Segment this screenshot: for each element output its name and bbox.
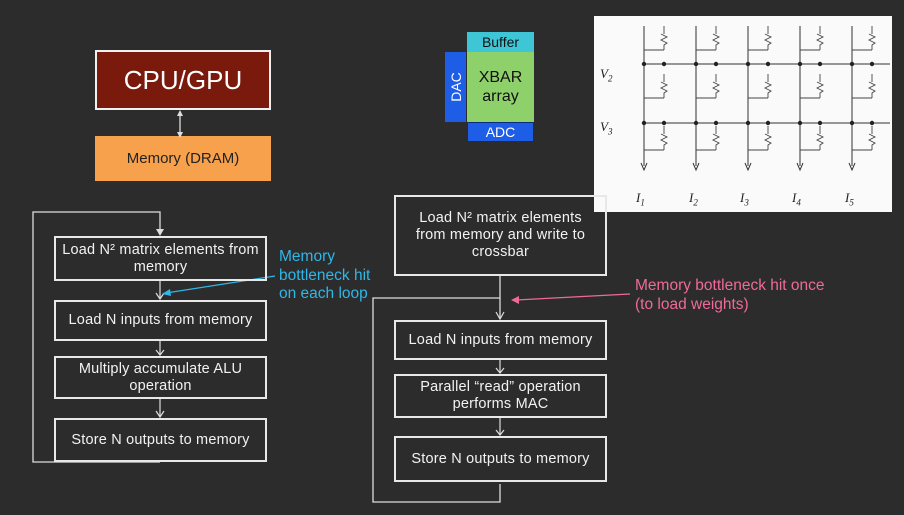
column-output-arrow <box>796 162 804 172</box>
junction-dot <box>797 120 803 126</box>
junction-dot <box>849 61 855 67</box>
junction-dot <box>817 120 823 126</box>
junction-dot <box>745 61 751 67</box>
adc-label: ADC <box>485 124 516 140</box>
junction-dot <box>765 120 771 126</box>
buffer-block: Buffer <box>467 32 534 52</box>
memristor <box>711 26 721 50</box>
crossbar-circuit-diagram <box>640 26 890 172</box>
right-bottleneck-note: Memory bottleneck hit once (to load weig… <box>635 277 825 313</box>
current-label-i4: I4 <box>792 190 801 208</box>
voltage-label-v3: V3 <box>600 119 613 137</box>
right-step-store-outputs: Store N outputs to memory <box>394 436 607 482</box>
left-step-mac: Multiply accumulate ALU operation <box>54 356 267 399</box>
memristor <box>867 126 877 150</box>
memristor <box>867 74 877 98</box>
current-label-i3: I3 <box>740 190 749 208</box>
cpu-gpu-block: CPU/GPU <box>95 50 271 110</box>
memristor <box>711 74 721 98</box>
junction-dot <box>797 61 803 67</box>
junction-dot <box>869 61 875 67</box>
junction-dot <box>869 120 875 126</box>
memristor <box>711 126 721 150</box>
junction-dot <box>745 120 751 126</box>
memory-dram-label: Memory (DRAM) <box>126 150 240 167</box>
junction-dot <box>693 61 699 67</box>
right-step-parallel-read: Parallel “read” operation performs MAC <box>394 374 607 418</box>
junction-dot <box>765 61 771 67</box>
memory-dram-block: Memory (DRAM) <box>95 136 271 181</box>
left-step-load-matrix: Load N² matrix elements from memory <box>54 236 267 281</box>
left-step-load-inputs: Load N inputs from memory <box>54 300 267 341</box>
junction-dot <box>713 61 719 67</box>
xbar-label-line2: array <box>482 88 519 105</box>
cpu-memory-connector <box>177 110 183 138</box>
memristor <box>763 26 773 50</box>
memristor <box>659 26 669 50</box>
xbar-label-line1: XBAR <box>478 69 523 86</box>
left-step-store-outputs: Store N outputs to memory <box>54 418 267 462</box>
memristor <box>867 26 877 50</box>
right-step-load-inputs: Load N inputs from memory <box>394 320 607 360</box>
cpu-gpu-label: CPU/GPU <box>123 64 243 95</box>
buffer-label: Buffer <box>481 34 520 50</box>
junction-dot <box>641 61 647 67</box>
memristor <box>659 126 669 150</box>
left-bottleneck-note: Memory bottleneck hit on each loop <box>279 248 371 302</box>
memristor <box>815 126 825 150</box>
memristor <box>763 126 773 150</box>
memristor <box>659 74 669 98</box>
column-output-arrow <box>848 162 856 172</box>
junction-dot <box>849 120 855 126</box>
junction-dot <box>713 120 719 126</box>
right-step-load-matrix: Load N² matrix elements from memory and … <box>394 195 607 276</box>
current-label-i1: I1 <box>636 190 645 208</box>
junction-dot <box>661 61 667 67</box>
current-label-i2: I2 <box>689 190 698 208</box>
current-label-i5: I5 <box>845 190 854 208</box>
column-output-arrow <box>744 162 752 172</box>
memristor <box>815 26 825 50</box>
junction-dot <box>693 120 699 126</box>
memristor <box>815 74 825 98</box>
voltage-label-v2: V2 <box>600 66 613 84</box>
xbar-array-block: XBAR array <box>467 52 534 122</box>
dac-block: DAC <box>445 52 466 122</box>
column-output-arrow <box>692 162 700 172</box>
memristor <box>763 74 773 98</box>
junction-dot <box>641 120 647 126</box>
junction-dot <box>661 120 667 126</box>
crossbar-circuit-panel: V2 V3 I1 I2 I3 I4 I5 <box>594 16 892 212</box>
column-output-arrow <box>640 162 648 172</box>
junction-dot <box>817 61 823 67</box>
adc-block: ADC <box>467 122 534 142</box>
